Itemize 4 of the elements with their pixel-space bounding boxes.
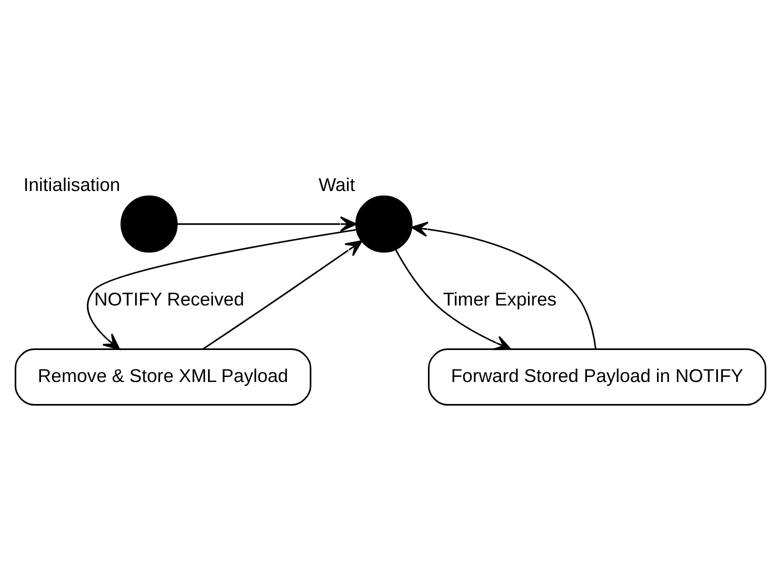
edge-label: Timer Expires — [443, 288, 557, 309]
edge-label: NOTIFY Received — [94, 288, 244, 309]
node-label: Wait — [318, 174, 355, 195]
node-label: Initialisation — [23, 174, 120, 195]
